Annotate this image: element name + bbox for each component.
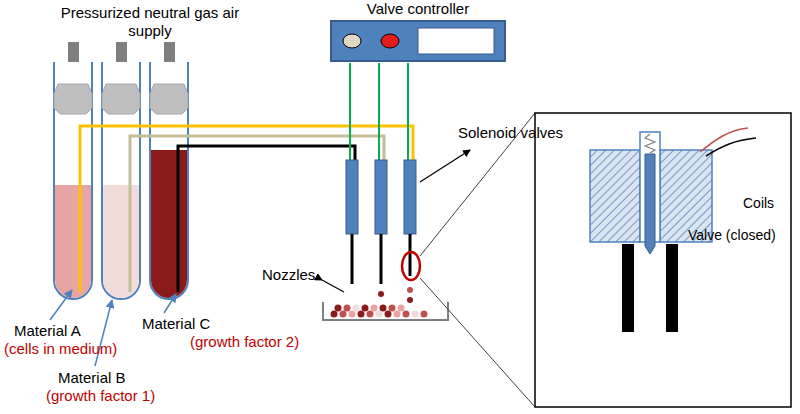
substrate-dish <box>323 302 448 320</box>
leader-arrow <box>420 150 470 182</box>
spring <box>645 134 655 153</box>
part-label: Material A <box>14 322 81 340</box>
printed-droplets <box>331 305 428 318</box>
feed-line <box>80 126 413 292</box>
zoom-line <box>420 278 535 407</box>
material-note: (growth factor 2) <box>190 333 299 351</box>
controller-panel <box>330 20 506 62</box>
part-label: Nozzles <box>262 266 315 284</box>
part-label: Material B <box>58 369 126 387</box>
nozzle-tube <box>622 244 678 332</box>
feed-line <box>130 136 384 292</box>
nozzle <box>352 234 410 284</box>
control-wire <box>350 63 408 162</box>
part-label: Valve (closed) <box>688 226 776 244</box>
plunger <box>645 154 655 254</box>
feed-line <box>178 146 355 292</box>
material-note: (growth factor 1) <box>46 387 155 405</box>
part-label: Coils <box>743 194 774 212</box>
inset-frame <box>535 113 791 407</box>
box-heading: Valve controller <box>330 0 506 18</box>
controller-face <box>330 20 506 62</box>
solenoid-valve <box>346 160 416 234</box>
part-label: Solenoid valves <box>458 124 563 142</box>
leader-arrow <box>322 280 344 292</box>
part-label: Material C <box>142 315 210 333</box>
material-note: (cells in medium) <box>4 340 117 358</box>
controller-box: Valve controller <box>330 0 506 62</box>
leader-arrow <box>164 294 176 313</box>
droplet <box>378 287 413 303</box>
leader-arrow <box>50 290 72 320</box>
coil-wire <box>706 138 756 156</box>
highlight-ring <box>402 252 420 280</box>
test-tube <box>54 62 188 299</box>
part-label: Pressurized neutral gas air supply <box>50 4 250 40</box>
tube-cap <box>54 84 188 114</box>
